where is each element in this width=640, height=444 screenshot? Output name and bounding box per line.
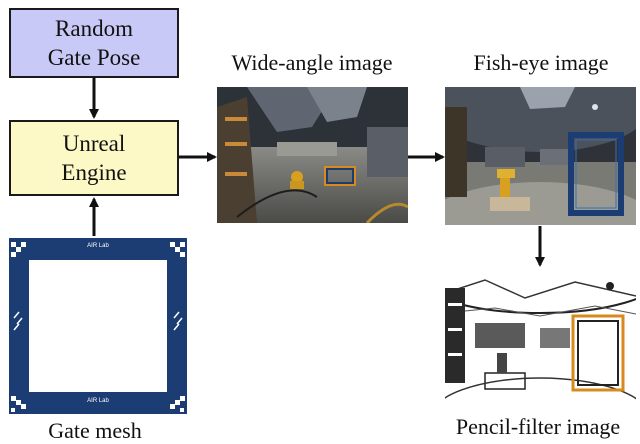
pencil-filter-image [445,268,636,410]
gate-mesh-caption: Gate mesh [48,418,142,443]
random-gate-pose-line1: Random [55,16,133,41]
gate-mesh-image: AIR Lab AIR Lab [9,238,187,414]
fish-eye-image [445,87,636,225]
random-gate-pose-node: Random Gate Pose [9,8,179,78]
wide-angle-caption: Wide-angle image [231,50,393,75]
unreal-engine-line2: Engine [61,160,127,185]
pencil-filter-caption: Pencil-filter image [455,414,621,439]
fish-eye-caption: Fish-eye image [473,50,609,75]
unreal-engine-node: Unreal Engine [9,120,179,196]
gate-mesh-bottom-text: AIR Lab [87,398,109,404]
unreal-engine-line1: Unreal [62,131,126,156]
wide-angle-image [217,87,408,223]
random-gate-pose-line2: Gate Pose [47,45,141,70]
gate-mesh-top-text: AIR Lab [87,243,109,249]
